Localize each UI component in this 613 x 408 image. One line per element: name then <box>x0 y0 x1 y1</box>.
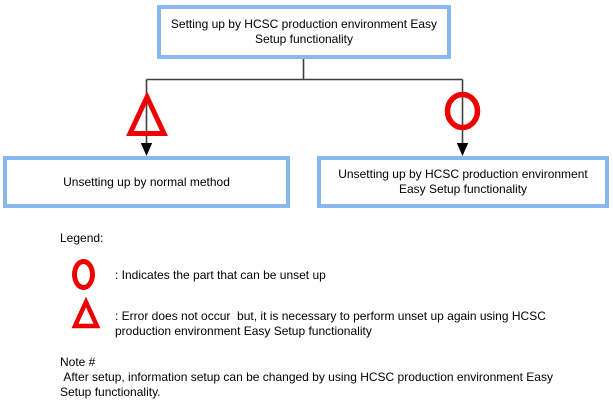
legend-circle-outline-icon <box>72 259 95 290</box>
legend-circle-text: : Indicates the part that can be unset u… <box>115 268 326 282</box>
right-arrow-down-icon <box>456 143 469 156</box>
note-text: Note # After setup, information setup ca… <box>60 355 553 399</box>
triangle-outline-icon <box>126 91 168 136</box>
left-arrow-down-icon <box>140 143 153 156</box>
left-box: Unsetting up by normal method <box>3 156 290 208</box>
legend-triangle-text: : Error does not occur but, it is necess… <box>115 309 546 338</box>
legend-title: Legend: <box>60 231 104 245</box>
legend-triangle-outline-icon <box>71 296 101 329</box>
right-box: Unsetting up by HCSC production environm… <box>317 156 609 208</box>
top-box: Setting up by HCSC production environmen… <box>157 5 451 59</box>
circle-outline-icon <box>444 91 481 131</box>
